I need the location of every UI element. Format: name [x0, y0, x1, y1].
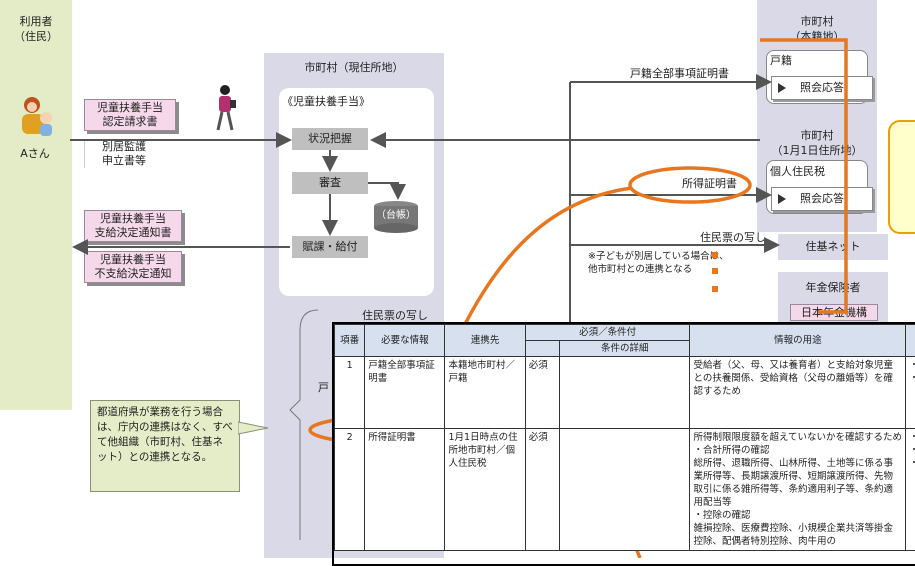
cell-no: 1 [335, 357, 365, 429]
cell-required: 必須 [525, 429, 559, 551]
header-no: 項番 [335, 325, 365, 357]
header-use: 情報の用途 [690, 325, 906, 357]
callout-pointer [238, 418, 270, 440]
cell-condition [560, 429, 690, 551]
cell-partner: 1月1日時点の住所地市町村／個人住民税 [445, 429, 525, 551]
cell-use: 所得制限限度額を超えていないかを確認するため ・合計所得の確認 総所得、退職所得… [690, 429, 906, 551]
table-row: 1 戸籍全部事項証明書 本籍地市町村／戸籍 必須 受給者（父、母、又は養育者）と… [335, 357, 915, 429]
cell-no: 2 [335, 429, 365, 551]
cell-info: 所得証明書 [365, 429, 445, 551]
cell-use: 受給者（父、母、又は養育者）と支給対象児童との扶養関係、受給資格（父母の離婚等）… [690, 357, 906, 429]
cell-condition [560, 357, 690, 429]
header-required-blank [525, 341, 559, 357]
header-condition: 条件の詳細 [560, 341, 690, 357]
header-extra [906, 325, 915, 357]
prefecture-callout: 都道府県が業務を行う場合は、庁内の連携はなく、すべて他組織（市町村、住基ネット）… [90, 400, 240, 492]
header-partner: 連携先 [445, 325, 525, 357]
header-required: 必須／条件付 [525, 325, 690, 341]
cell-partner: 本籍地市町村／戸籍 [445, 357, 525, 429]
cell-info: 戸籍全部事項証明書 [365, 357, 445, 429]
cell-required: 必須 [525, 357, 559, 429]
cell-extra: ・ ・ ・ [906, 429, 915, 551]
header-info: 必要な情報 [365, 325, 445, 357]
cell-extra: ・ ・ [906, 357, 915, 429]
info-table: 項番 必要な情報 連携先 必須／条件付 情報の用途 条件の詳細 1 戸籍全部事項… [334, 324, 915, 551]
table-row: 2 所得証明書 1月1日時点の住所地市町村／個人住民税 必須 所得制限限度額を超… [335, 429, 915, 551]
